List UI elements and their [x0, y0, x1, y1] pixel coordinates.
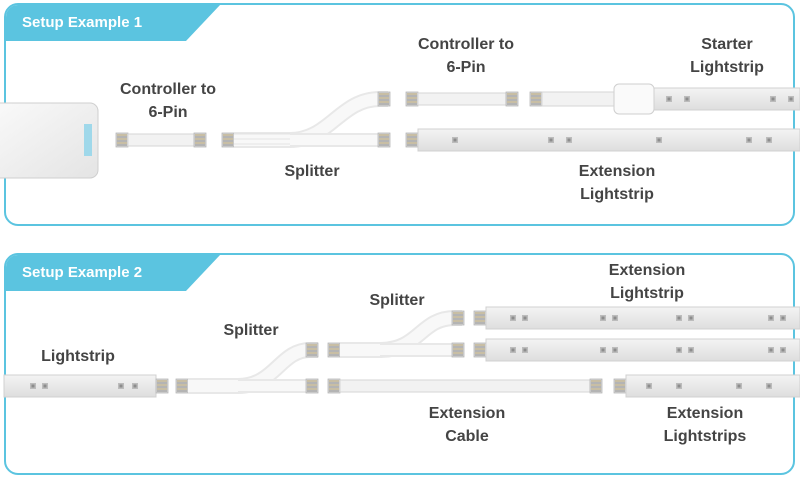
splitter-b [327, 310, 465, 358]
extension-lightstrip-bottom [613, 374, 800, 398]
extension-lightstrip-middle [473, 338, 800, 362]
label-ext-cable-line2: Cable [445, 428, 489, 445]
label-splitter-a-text: Splitter [223, 322, 279, 339]
label-extension-lightstrip: Extension Lightstrip [562, 160, 672, 206]
label-extension-cable: Extension Cable [412, 402, 522, 448]
controller-cable-top [405, 91, 519, 107]
label-starter-line1: Starter [701, 36, 753, 53]
label-ext-strips-line2: Lightstrips [663, 428, 747, 445]
label-ext-cable-line1: Extension [428, 405, 506, 422]
extension-cable [327, 378, 603, 394]
label-controller-left: Controller to 6-Pin [108, 78, 228, 124]
controller-cable-left [115, 132, 207, 148]
label-lightstrip: Lightstrip [28, 345, 128, 368]
extension-lightstrip-1 [405, 128, 800, 152]
label-extension-top-line1: Extension [608, 262, 686, 279]
splitter-a [175, 342, 319, 394]
label-extension-line1: Extension [578, 163, 656, 180]
label-splitter-1-text: Splitter [284, 163, 340, 180]
label-controller-top: Controller to 6-Pin [406, 33, 526, 79]
label-controller-left-line1: Controller to [120, 81, 216, 98]
label-extension-lightstrips: Extension Lightstrips [650, 402, 760, 448]
label-controller-top-line2: 6-Pin [446, 59, 486, 76]
extension-lightstrip-top [473, 306, 800, 330]
label-splitter-1: Splitter [262, 160, 362, 183]
lightstrip-left [3, 374, 169, 398]
label-splitter-b: Splitter [352, 289, 442, 312]
setup-example-2-title: Setup Example 2 [22, 264, 143, 281]
label-starter-line2: Lightstrip [690, 59, 764, 76]
label-ext-strips-line1: Extension [666, 405, 744, 422]
label-splitter-b-text: Splitter [369, 292, 425, 309]
splitter-1 [221, 91, 391, 148]
label-extension-top-line2: Lightstrip [610, 285, 684, 302]
label-controller-top-line1: Controller to [418, 36, 514, 53]
label-lightstrip-text: Lightstrip [41, 348, 115, 365]
label-splitter-a: Splitter [206, 319, 296, 342]
setup-example-1-tab: Setup Example 1 [6, 5, 220, 41]
controller-box [0, 102, 99, 179]
label-controller-left-line2: 6-Pin [148, 104, 188, 121]
setup-example-2-panel: Setup Example 2 [4, 253, 795, 475]
label-extension-line2: Lightstrip [580, 186, 654, 203]
starter-lightstrip [529, 83, 800, 115]
setup-example-1-title: Setup Example 1 [22, 14, 143, 31]
label-extension-lightstrip-top: Extension Lightstrip [592, 259, 702, 305]
setup-example-2-tab: Setup Example 2 [6, 255, 220, 291]
setup-example-1-panel: Setup Example 1 [4, 3, 795, 226]
label-starter-lightstrip: Starter Lightstrip [672, 33, 782, 79]
